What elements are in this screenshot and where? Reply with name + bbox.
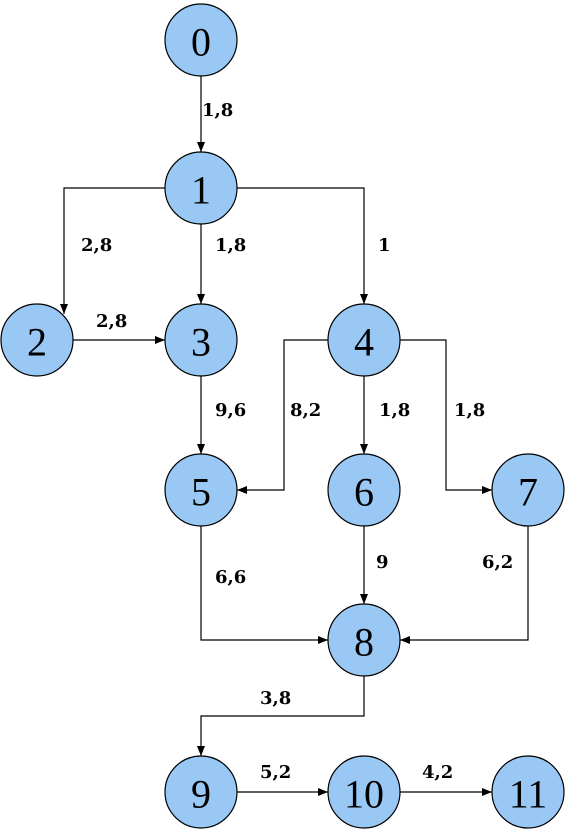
- node-circle-3: [164, 303, 238, 377]
- node-3: 3: [164, 303, 238, 377]
- node-8: 8: [327, 603, 401, 677]
- edge-label-6-to-8: 9: [376, 552, 389, 573]
- node-circle-11: [491, 755, 565, 829]
- node-circle-9: [164, 755, 238, 829]
- node-circle-5: [164, 453, 238, 527]
- edge-label-0-to-1: 1,8: [202, 100, 233, 121]
- edge-labels-layer: 1,8 2,8 1,8 1 2,8 9,6 8,2 1,8 1,8 6,6 9 6,2 3,8 5,2 4,…: [81, 100, 513, 783]
- edges-layer: [60, 76, 529, 796]
- node-label-9: 9: [191, 772, 211, 817]
- node-9: 9: [164, 755, 238, 829]
- nodes-layer: 0 1 2 3 4 5 6 7 8 9 10 11: [0, 3, 565, 829]
- node-4: 4: [327, 303, 401, 377]
- node-10: 10: [327, 755, 401, 829]
- node-0: 0: [164, 3, 238, 77]
- node-label-6: 6: [354, 470, 374, 515]
- edge-label-1-to-3: 1,8: [215, 235, 246, 256]
- node-circle-1: [164, 151, 238, 225]
- edge-label-4-to-7: 1,8: [454, 400, 485, 421]
- edge-label-7-to-8: 6,2: [482, 552, 513, 573]
- edge-label-1-to-4: 1: [378, 235, 391, 256]
- edge-arrow-5-to-8: [200, 526, 328, 644]
- edge-label-4-to-6: 1,8: [379, 400, 410, 421]
- edge-label-1-to-2: 2,8: [81, 235, 112, 256]
- node-label-11: 11: [509, 772, 548, 817]
- node-label-8: 8: [354, 620, 374, 665]
- node-label-4: 4: [354, 320, 374, 365]
- node-label-2: 2: [27, 320, 47, 365]
- node-circle-2: [0, 303, 74, 377]
- edge-arrow-8-to-9: [197, 676, 365, 756]
- node-circle-6: [327, 453, 401, 527]
- node-circle-10: [327, 755, 401, 829]
- node-circle-8: [327, 603, 401, 677]
- edge-arrow-7-to-8: [400, 526, 529, 644]
- edge-arrow-4-to-7: [400, 339, 492, 494]
- node-label-3: 3: [191, 320, 211, 365]
- edge-label-3-to-5: 9,6: [215, 400, 246, 421]
- node-circle-4: [327, 303, 401, 377]
- node-label-10: 10: [344, 772, 384, 817]
- edge-label-5-to-8: 6,6: [215, 567, 246, 588]
- edge-label-9-to-10: 5,2: [260, 762, 291, 783]
- edge-label-10-to-11: 4,2: [422, 762, 453, 783]
- node-7: 7: [491, 453, 565, 527]
- node-circle-7: [491, 453, 565, 527]
- node-label-5: 5: [191, 470, 211, 515]
- node-11: 11: [491, 755, 565, 829]
- edge-label-2-to-3: 2,8: [96, 311, 127, 332]
- node-6: 6: [327, 453, 401, 527]
- node-label-0: 0: [191, 20, 211, 65]
- edge-arrow-1-to-4: [237, 187, 368, 304]
- node-1: 1: [164, 151, 238, 225]
- edge-label-8-to-9: 3,8: [260, 688, 291, 709]
- node-label-1: 1: [191, 168, 211, 213]
- edge-arrow-1-to-2: [60, 187, 165, 314]
- node-2: 2: [0, 303, 74, 377]
- edge-arrow-4-to-5: [237, 339, 328, 494]
- node-circle-0: [164, 3, 238, 77]
- node-label-7: 7: [518, 470, 538, 515]
- node-5: 5: [164, 453, 238, 527]
- edge-label-4-to-5: 8,2: [290, 400, 321, 421]
